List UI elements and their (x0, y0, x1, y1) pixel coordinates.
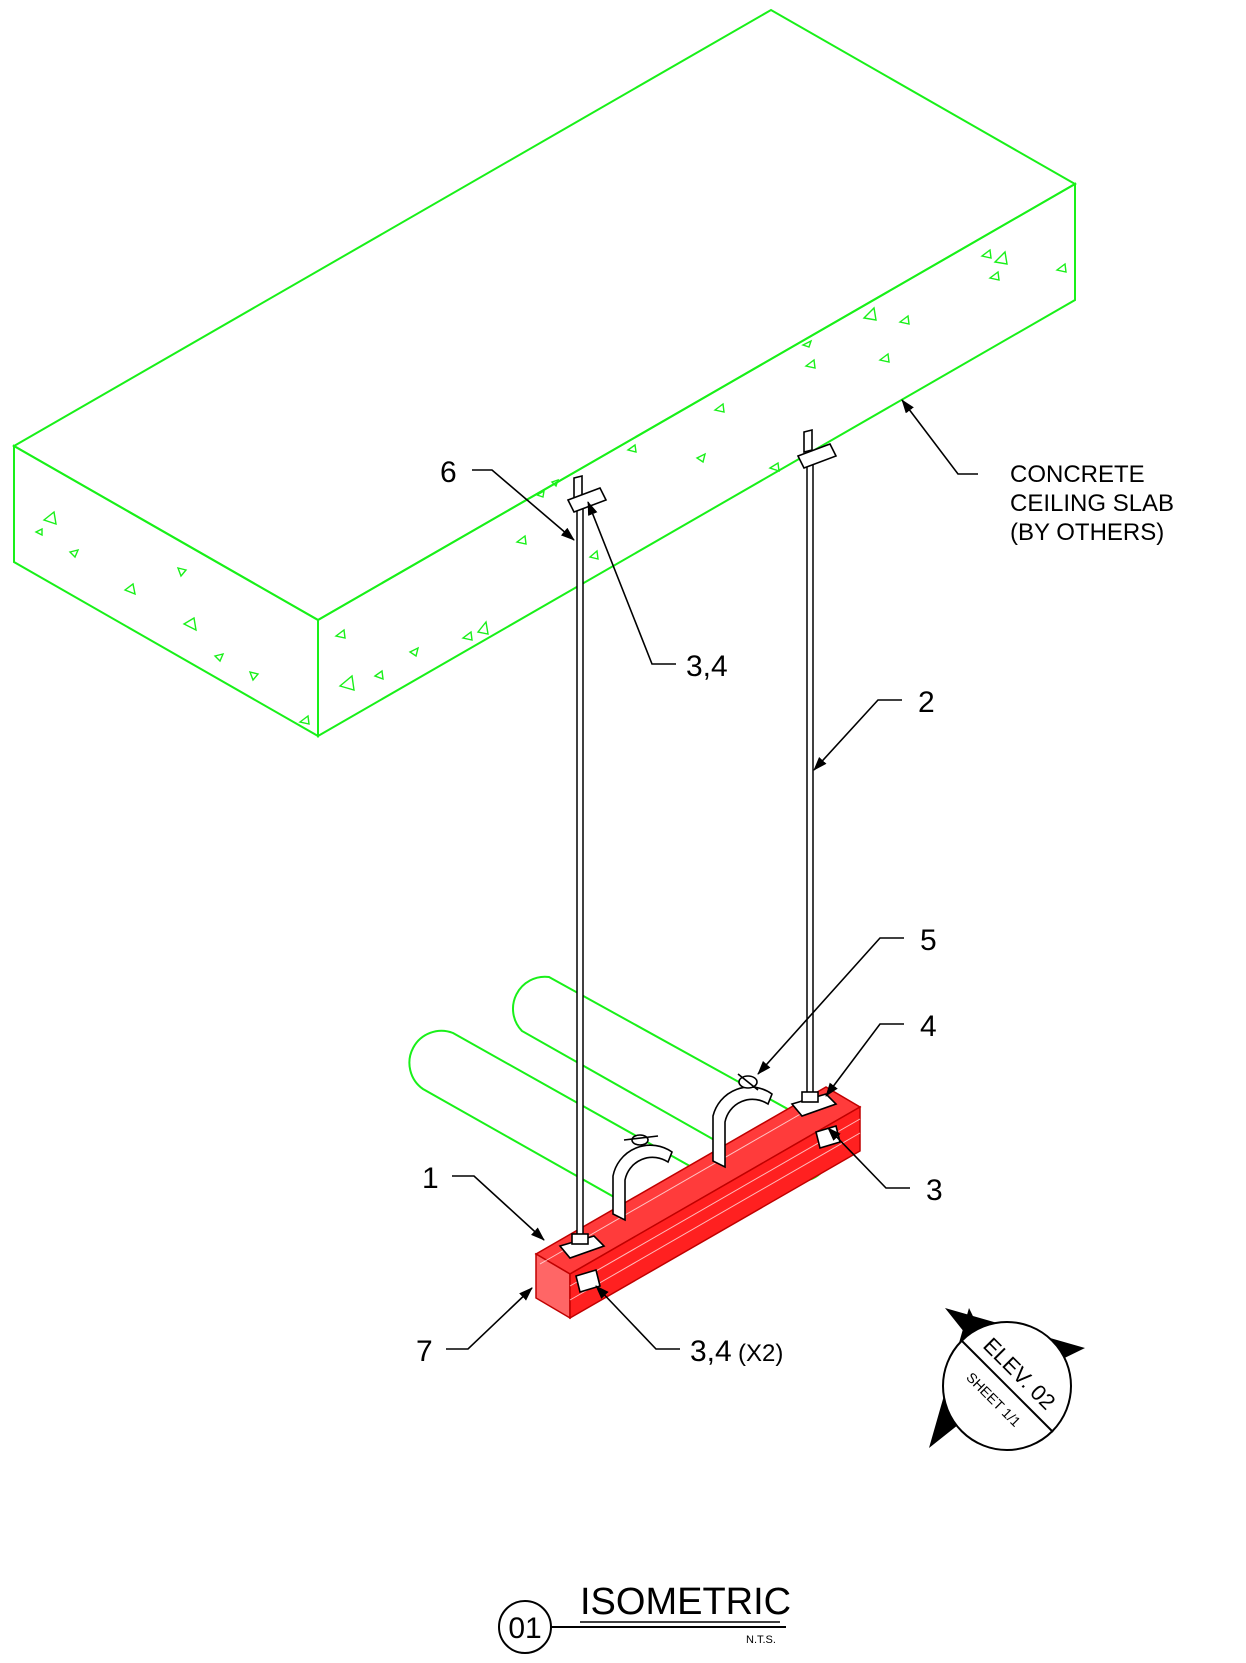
slab-top-face (11, 8, 1078, 622)
threaded-rod-left (576, 507, 584, 1245)
title-block: 01 ISOMETRIC N.T.S. (498, 1581, 791, 1654)
anchor-right (796, 428, 838, 470)
pipe-clamp-rear (712, 1073, 773, 1169)
callout-3: 3 (926, 1174, 943, 1207)
drawing-title: ISOMETRIC (580, 1581, 791, 1623)
leader-lines (446, 399, 978, 1350)
callout-3-4-top: 3,4 (686, 650, 728, 683)
callout-1: 1 (422, 1162, 439, 1195)
pipe-clamp-front (612, 1134, 673, 1222)
slab-note-line-3: (BY OTHERS) (1010, 519, 1164, 546)
title-number: 01 (508, 1612, 541, 1645)
callout-labels: 6 3,4 2 5 4 3 1 7 3,4 (X2) (416, 456, 943, 1368)
callout-6: 6 (440, 456, 457, 489)
drawing-scale: N.T.S. (746, 1634, 776, 1646)
slab-note-line-1: CONCRETE (1010, 461, 1145, 488)
callout-4: 4 (920, 1010, 937, 1043)
concrete-slab (11, 8, 1078, 738)
pipe-clamps (612, 1073, 773, 1222)
callout-3-4-bottom: 3,4 (690, 1335, 732, 1368)
anchor-left (566, 474, 608, 514)
slab-note-line-2: CEILING SLAB (1010, 490, 1174, 517)
callout-3-4-bottom-suffix: (X2) (738, 1340, 783, 1367)
slab-front-face (13, 444, 319, 738)
slab-note: CONCRETE CEILING SLAB (BY OTHERS) (1010, 461, 1174, 546)
ceiling-anchors (566, 428, 838, 514)
elevation-tag: ELEV. 02 SHEET 1/1 (929, 1308, 1085, 1451)
callout-7: 7 (416, 1335, 433, 1368)
slab-side-face (317, 182, 1076, 738)
callout-2: 2 (918, 686, 935, 719)
callout-5: 5 (920, 924, 937, 957)
concrete-aggregate-pattern (34, 248, 1067, 725)
threaded-rod-right (806, 463, 814, 1101)
